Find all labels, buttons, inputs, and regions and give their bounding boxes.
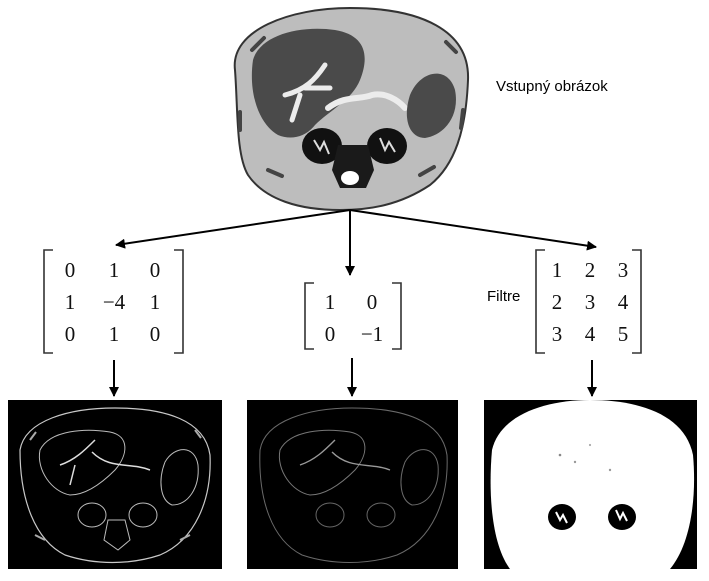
matrix-1-brackets xyxy=(43,249,184,354)
matrix-cell: 1 xyxy=(325,290,336,314)
output-image-smoothing xyxy=(484,400,697,569)
matrix-cell: 0 xyxy=(367,290,378,314)
matrix-3-brackets xyxy=(535,249,642,354)
matrix-cell: 0 xyxy=(325,322,336,346)
branch-arrows xyxy=(115,209,597,276)
matrix-cell: −1 xyxy=(361,322,383,346)
matrix-cell: −4 xyxy=(103,290,126,314)
input-image-label: Vstupný obrázok xyxy=(496,78,608,95)
matrix-laplacian: 0 1 0 1 −4 1 0 1 0 xyxy=(65,258,161,346)
matrix-cell: 0 xyxy=(65,258,76,282)
output-image-laplacian xyxy=(8,400,222,569)
matrix-cell: 0 xyxy=(150,258,161,282)
matrix-diagonal: 1 0 0 −1 xyxy=(325,290,383,346)
matrix-cell: 2 xyxy=(552,290,563,314)
matrix-cell: 0 xyxy=(150,322,161,346)
matrix-cell: 1 xyxy=(552,258,563,282)
matrix-2-brackets xyxy=(304,282,402,350)
matrix-cell: 2 xyxy=(585,258,596,282)
matrix-cell: 4 xyxy=(585,322,596,346)
matrix-cell: 1 xyxy=(109,258,120,282)
matrix-cell: 1 xyxy=(65,290,76,314)
matrix-cell: 1 xyxy=(109,322,120,346)
input-ct-image xyxy=(233,6,470,212)
matrix-cell: 1 xyxy=(150,290,161,314)
matrix-cell: 5 xyxy=(618,322,629,346)
matrix-cell: 3 xyxy=(585,290,596,314)
matrix-cell: 3 xyxy=(552,322,563,346)
filters-label: Filtre xyxy=(487,288,521,305)
output-image-diagonal xyxy=(247,400,458,569)
output-arrows xyxy=(109,358,597,397)
matrix-cell: 4 xyxy=(618,290,629,314)
matrix-cell: 3 xyxy=(618,258,629,282)
matrix-3x3-ramp: 1 2 3 2 3 4 3 4 5 xyxy=(552,258,629,346)
matrix-cell: 0 xyxy=(65,322,76,346)
